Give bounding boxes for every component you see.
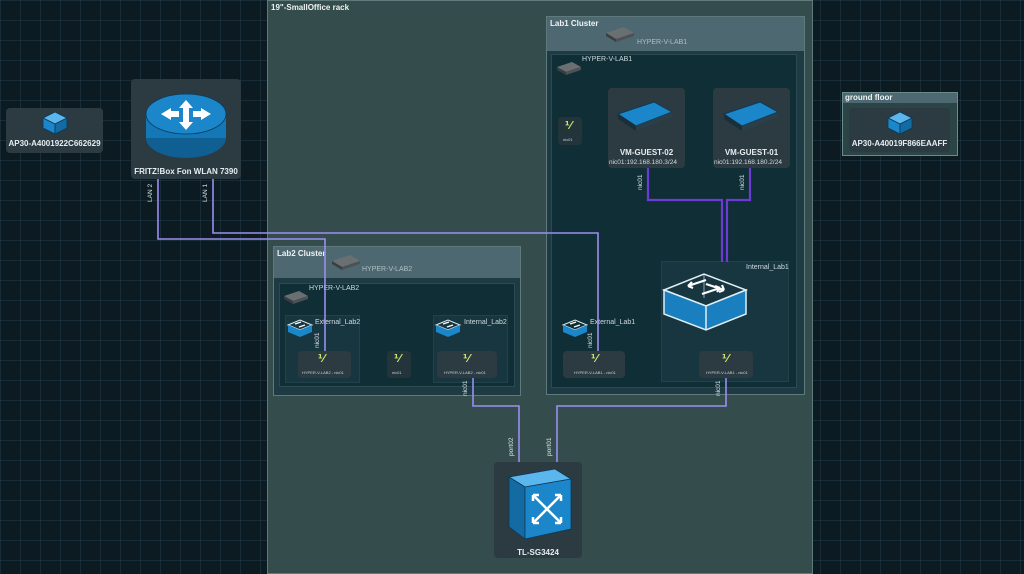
virtual-switch-icon xyxy=(286,319,314,337)
lab1-iface-top-label: nic01 xyxy=(563,137,573,142)
link-router-lan2 xyxy=(157,179,326,351)
vm-guest-02-name: VM-GUEST-02 xyxy=(619,148,674,157)
ground-floor-title: ground floor xyxy=(845,93,893,102)
lab2-cluster-header xyxy=(274,247,520,278)
lab2-iface-ext[interactable] xyxy=(298,351,351,378)
lab2-iface-ext-label: HYPER-V-LAB2 - nic01 xyxy=(302,370,344,375)
lab2-int-switch-label: Internal_Lab2 xyxy=(464,319,507,326)
wifi-icon: ⅟ xyxy=(463,353,470,365)
wifi-icon: ⅟ xyxy=(565,120,572,132)
virtual-switch-icon xyxy=(661,273,749,331)
vm-guest-02-ip: nic01:192.168.180.3/24 xyxy=(609,159,677,166)
server-icon xyxy=(557,62,581,75)
lab1-host-label: HYPER-V-LAB1 xyxy=(582,56,633,63)
server-icon xyxy=(284,291,308,304)
router-label: FRITZ!Box Fon WLAN 7390 xyxy=(134,167,238,176)
link-lab2-int-switch xyxy=(472,378,520,462)
wifi-icon: ⅟ xyxy=(722,353,729,365)
lab2-cluster-title: Lab2 Cluster xyxy=(277,249,326,258)
router-port-lan2: LAN 2 xyxy=(147,183,154,202)
link-vm01-internal xyxy=(725,168,752,262)
vm-guest-01-name: VM-GUEST-01 xyxy=(724,148,779,157)
server-icon xyxy=(332,255,360,270)
vm-guest-02-nic: nic01 xyxy=(637,174,644,190)
lab2-ext-nic: nic01 xyxy=(314,332,321,348)
access-point-icon xyxy=(42,111,68,135)
lab1-iface-int-label: HYPER-V-LAB1 - nic01 xyxy=(706,370,748,375)
lab1-int-switch-label: Internal_Lab1 xyxy=(746,264,789,271)
router-icon xyxy=(145,93,227,158)
lab1-ext-switch-label: External_Lab1 xyxy=(590,319,636,326)
network-switch-icon xyxy=(507,468,573,540)
server-icon xyxy=(606,27,634,42)
router-port-lan1: LAN 1 xyxy=(202,183,209,202)
lab2-iface-mid[interactable] xyxy=(387,351,411,378)
lab2-server-label: HYPER-V-LAB2 xyxy=(362,266,413,273)
link-lab1-int-switch xyxy=(556,378,727,462)
switch-port01: port01 xyxy=(546,437,553,456)
rack-title: 19"-SmallOffice rack xyxy=(271,3,350,12)
lab1-cluster-title: Lab1 Cluster xyxy=(550,19,599,28)
core-switch-label: TL-SG3424 xyxy=(517,548,559,557)
link-vm02-internal xyxy=(646,168,724,262)
server-blade-icon xyxy=(722,101,780,131)
vm-guest-02-tile[interactable] xyxy=(608,88,685,168)
server-blade-icon xyxy=(616,101,674,131)
lab2-iface-int[interactable] xyxy=(437,351,497,378)
lab1-iface-ext-label: HYPER-V-LAB1 - nic01 xyxy=(574,370,616,375)
ground-floor-header xyxy=(843,93,957,103)
lab2-int-nic: nic01 xyxy=(462,380,469,396)
lab1-iface-int[interactable] xyxy=(699,351,753,378)
wifi-icon: ⅟ xyxy=(591,353,598,365)
vm-guest-01-ip: nic01:192.168.180.2/24 xyxy=(714,159,782,166)
lab1-iface-top[interactable] xyxy=(558,117,582,145)
virtual-switch-icon xyxy=(434,319,462,337)
lab1-cluster-header xyxy=(547,17,804,51)
link-router-lan1 xyxy=(212,179,599,351)
lab1-iface-ext[interactable] xyxy=(563,351,625,378)
lab2-iface-mid-label: nic01 xyxy=(392,370,402,375)
wifi-icon: ⅟ xyxy=(318,353,325,365)
ap-ground-label: AP30-A40019F866EAAFF xyxy=(851,139,948,148)
ap-left-label: AP30-A4001922C662629 xyxy=(8,139,101,148)
switch-port02: port02 xyxy=(508,437,515,456)
lab2-host-label: HYPER-V-LAB2 xyxy=(309,285,360,292)
lab1-ext-nic: nic01 xyxy=(587,332,594,348)
lab2-iface-int-label: HYPER-V-LAB2 - nic01 xyxy=(444,370,486,375)
lab2-ext-switch-label: External_Lab2 xyxy=(315,319,361,326)
virtual-switch-icon xyxy=(561,319,589,337)
vm-guest-01-tile[interactable] xyxy=(713,88,790,168)
lab1-server-label: HYPER-V-LAB1 xyxy=(637,39,688,46)
wifi-icon: ⅟ xyxy=(394,353,401,365)
lab1-int-nic: nic01 xyxy=(715,380,722,396)
access-point-icon xyxy=(887,111,913,135)
vm-guest-01-nic: nic01 xyxy=(739,174,746,190)
